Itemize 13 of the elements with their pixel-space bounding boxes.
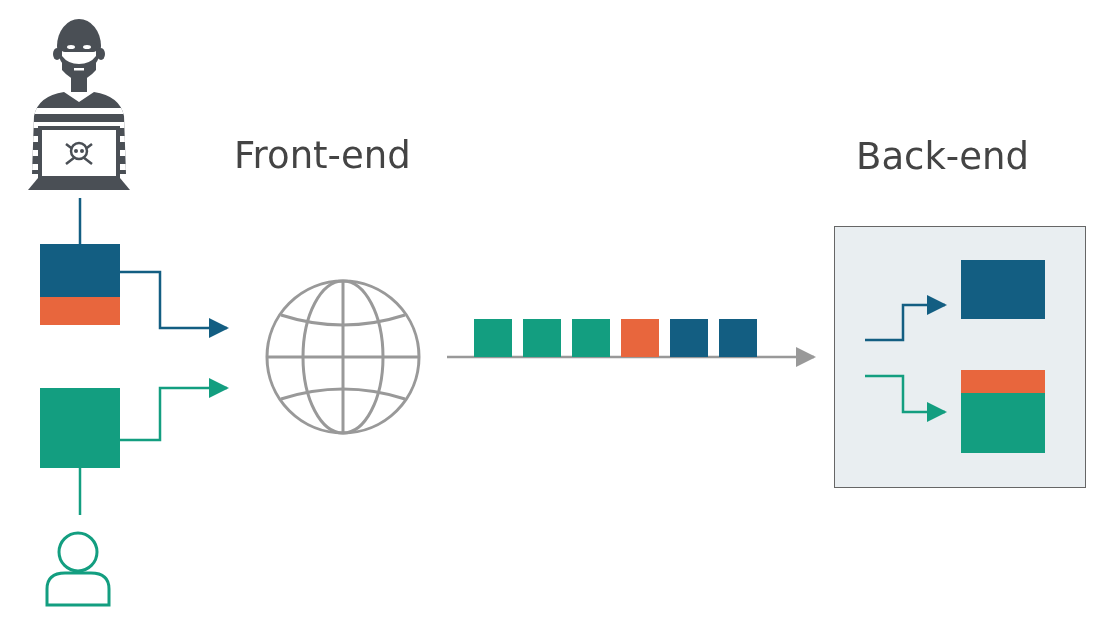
connector-line: [78, 198, 82, 244]
arrow: [120, 378, 229, 442]
request-block: [40, 244, 120, 325]
section-heading: Front-end: [234, 134, 411, 179]
arrow: [447, 347, 816, 367]
request-block: [961, 370, 1045, 453]
arrow: [865, 295, 947, 342]
arrow: [120, 270, 229, 338]
section-heading: Back-end: [856, 135, 1029, 180]
arrow: [865, 374, 947, 422]
connector-line: [78, 468, 82, 515]
request-block: [961, 260, 1045, 319]
request-block: [40, 388, 120, 468]
